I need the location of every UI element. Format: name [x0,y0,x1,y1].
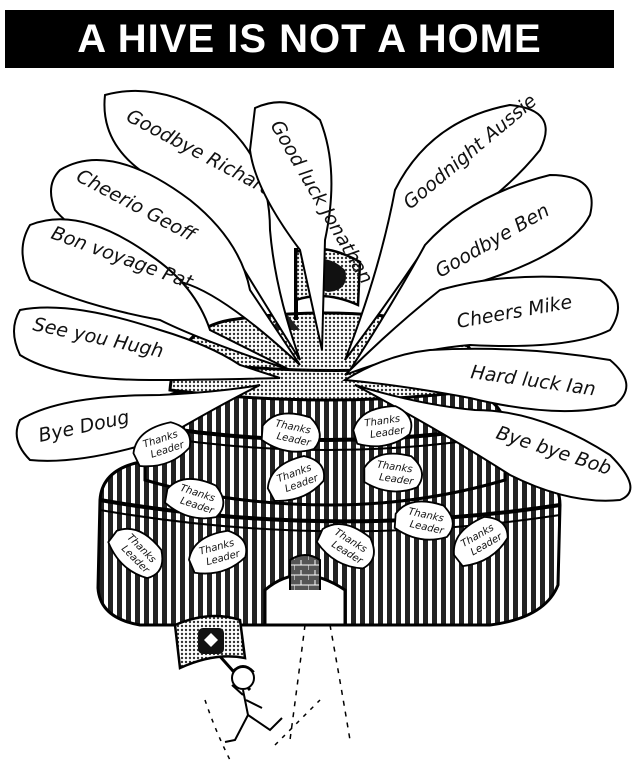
svg-text:Leader: Leader [378,472,415,488]
balloon-cheers-mike: Cheers Mike [344,275,619,376]
thanks-leaf: Thanks Leader [363,452,423,493]
leader-figure [173,614,321,761]
thanks-leaf: Thanks Leader [266,455,325,502]
headline: A HIVE IS NOT A HOME [77,17,542,61]
thanks-leaf: Thanks Leader [164,478,225,520]
balloon-bye-doug: Bye Doug [15,384,261,462]
balloon-bye-bye-bob: Bye bye Bob [354,384,632,502]
thanks-leaf: Thanks Leader [352,405,413,448]
thanks-leaf: Thanks Leader [188,529,248,575]
balloon-hard-luck-ian: Hard luck Ian [341,347,628,413]
headline-banner: A HIVE IS NOT A HOME [5,10,614,68]
svg-text:Thanks: Thanks [364,414,401,430]
thanks-leaf: Thanks Leader [132,421,192,468]
thanks-leader-leaves: Thanks Leader Thanks Leader Thanks Leade… [107,405,509,580]
svg-text:Leader: Leader [369,425,406,441]
thanks-leaf: Thanks Leader [393,500,454,541]
svg-text:Thanks: Thanks [376,460,413,476]
thanks-leaf: Thanks Leader [453,516,509,568]
thanks-leaf: Thanks Leader [260,412,321,453]
hive-cartoon: Goodbye Richard Good luck Jonathan Goodn… [13,90,632,761]
